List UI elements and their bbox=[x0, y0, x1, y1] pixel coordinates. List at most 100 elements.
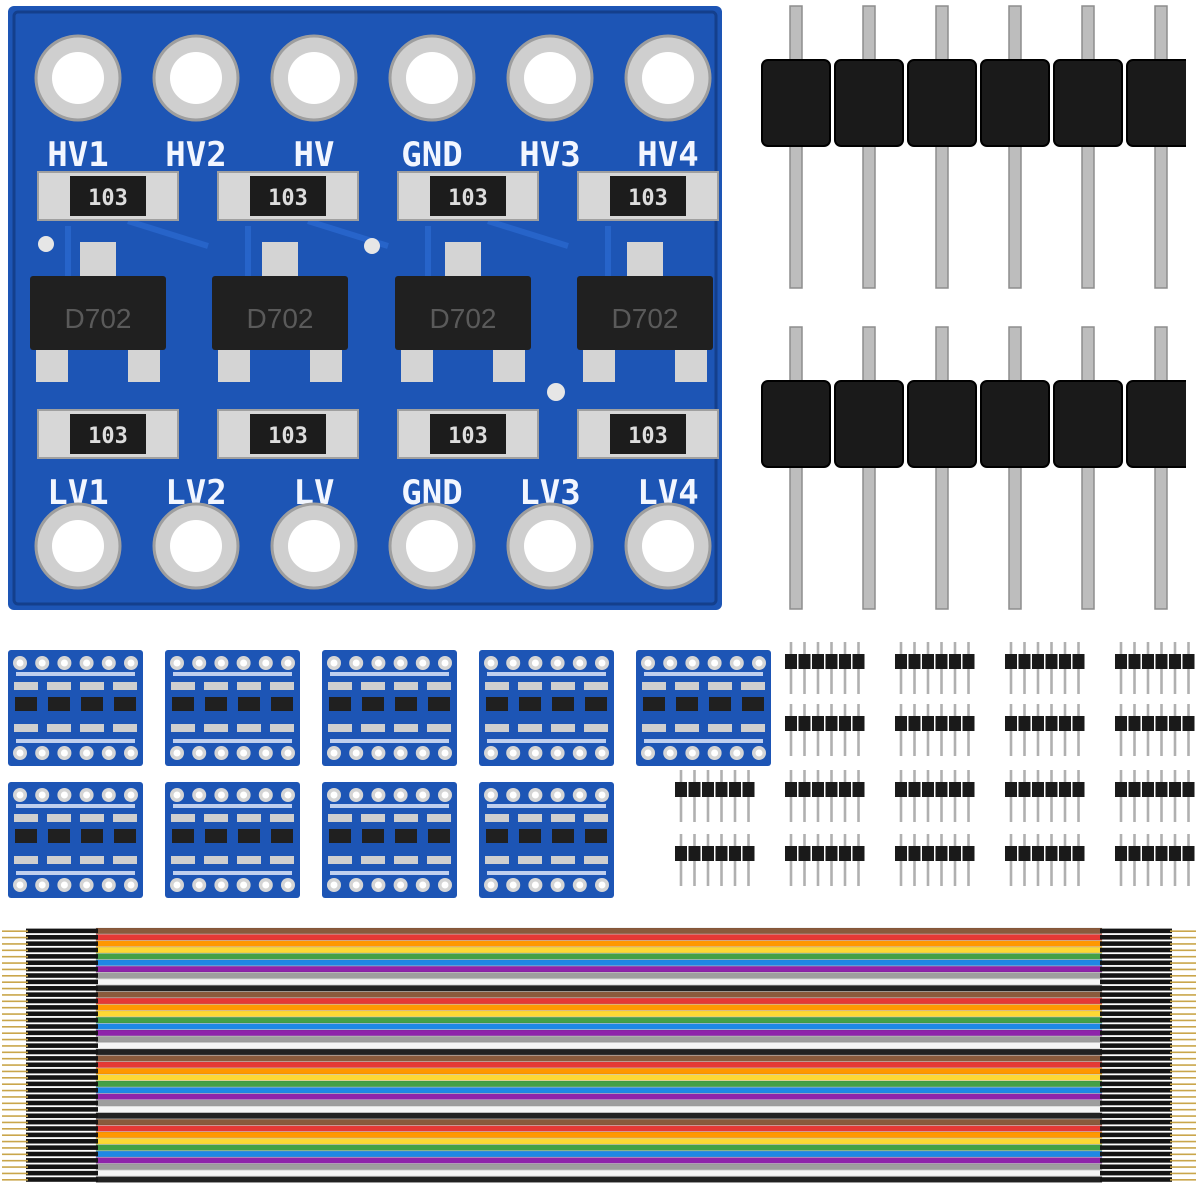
small-pin-header bbox=[784, 702, 866, 758]
small-pin-header bbox=[784, 832, 866, 888]
resistor-code: 103 bbox=[268, 424, 308, 449]
sot23-transistor: D702 bbox=[395, 242, 531, 382]
dupont-wire bbox=[2, 1068, 1196, 1075]
dupont-wire bbox=[2, 1080, 1196, 1088]
dupont-wire bbox=[2, 1131, 1196, 1139]
dupont-wire bbox=[2, 1061, 1196, 1068]
smd-resistor: 103 bbox=[397, 171, 539, 221]
pin-pad bbox=[34, 34, 122, 122]
dupont-wire bbox=[2, 1125, 1196, 1132]
small-pin-header bbox=[1114, 640, 1196, 696]
sot23-transistor: D702 bbox=[212, 242, 348, 382]
dupont-wire bbox=[2, 1055, 1196, 1062]
pin-pad bbox=[152, 502, 240, 590]
top-pin-label: HV1 bbox=[47, 135, 108, 175]
dupont-wire bbox=[2, 1138, 1196, 1145]
dupont-wire bbox=[2, 1087, 1196, 1094]
pin-header-illustration bbox=[761, 5, 1186, 289]
small-level-shifter-board bbox=[479, 782, 614, 898]
small-boards-group bbox=[8, 650, 771, 900]
dupont-wire bbox=[2, 1048, 1196, 1056]
header-pin bbox=[834, 326, 904, 610]
pin-pad bbox=[152, 34, 240, 122]
smd-resistor: 103 bbox=[217, 171, 359, 221]
dupont-wire bbox=[2, 934, 1196, 941]
header-pin bbox=[1053, 5, 1123, 289]
pin-pad bbox=[624, 502, 712, 590]
header-pin bbox=[980, 326, 1050, 610]
chip-marking: D702 bbox=[430, 303, 497, 334]
pin-pad bbox=[270, 34, 358, 122]
small-pin-header bbox=[1004, 832, 1086, 888]
small-pin-header bbox=[1114, 768, 1196, 824]
pin-pad bbox=[388, 502, 476, 590]
dupont-wire bbox=[2, 1042, 1196, 1049]
dupont-wire bbox=[2, 991, 1196, 998]
header-pin bbox=[834, 5, 904, 289]
sot23-transistor: D702 bbox=[30, 242, 166, 382]
chip-marking: D702 bbox=[612, 303, 679, 334]
dupont-wire bbox=[2, 1150, 1196, 1158]
resistor-code: 103 bbox=[448, 424, 488, 449]
small-pin-header bbox=[894, 832, 976, 888]
small-pin-header bbox=[894, 640, 976, 696]
dupont-wire bbox=[2, 927, 1196, 935]
pin-pad bbox=[34, 502, 122, 590]
dupont-wire bbox=[2, 978, 1196, 986]
resistor-code: 103 bbox=[448, 186, 488, 211]
top-pin-label: HV3 bbox=[519, 135, 580, 175]
header-pin bbox=[1126, 326, 1186, 610]
small-headers-group bbox=[664, 640, 1196, 890]
small-level-shifter-board bbox=[322, 650, 457, 766]
top-pin-label: HV bbox=[294, 135, 335, 175]
dupont-wire bbox=[2, 1017, 1196, 1024]
dupont-wire bbox=[2, 940, 1196, 947]
top-pin-label: HV4 bbox=[637, 135, 698, 175]
via-hole bbox=[364, 238, 380, 254]
pin-pad bbox=[388, 34, 476, 122]
pin-pad bbox=[506, 34, 594, 122]
dupont-wire bbox=[2, 972, 1196, 979]
small-pin-header bbox=[1004, 768, 1086, 824]
dupont-wire bbox=[2, 1099, 1196, 1107]
resistor-code: 103 bbox=[628, 186, 668, 211]
pin-pad bbox=[506, 502, 594, 590]
dupont-wire bbox=[2, 1029, 1196, 1037]
dupont-wire bbox=[2, 997, 1196, 1005]
small-pin-header bbox=[1004, 702, 1086, 758]
smd-resistor: 103 bbox=[577, 171, 719, 221]
dupont-wire bbox=[2, 1112, 1196, 1119]
header-pin bbox=[907, 5, 977, 289]
header-pin bbox=[761, 5, 831, 289]
dupont-wire bbox=[2, 953, 1196, 960]
dupont-wire bbox=[2, 1093, 1196, 1100]
smd-resistor: 103 bbox=[397, 409, 539, 459]
dupont-wire bbox=[2, 946, 1196, 954]
small-pin-header bbox=[674, 832, 756, 888]
dupont-wire bbox=[2, 985, 1196, 992]
dupont-wire-ribbon bbox=[0, 920, 1200, 1195]
small-level-shifter-board bbox=[322, 782, 457, 898]
dupont-wire bbox=[2, 1023, 1196, 1030]
chip-marking: D702 bbox=[247, 303, 314, 334]
dupont-wire bbox=[2, 1144, 1196, 1151]
dupont-wire bbox=[2, 959, 1196, 966]
dupont-wire bbox=[2, 1036, 1196, 1043]
smd-resistor: 103 bbox=[217, 409, 359, 459]
top-pin-label: GND bbox=[401, 135, 462, 175]
resistor-code: 103 bbox=[88, 186, 128, 211]
pin-header-illustration bbox=[761, 326, 1186, 610]
small-level-shifter-board bbox=[479, 650, 614, 766]
pcb-substrate bbox=[8, 6, 722, 610]
pin-pad bbox=[624, 34, 712, 122]
dupont-wire bbox=[2, 1074, 1196, 1081]
dupont-wire bbox=[2, 1163, 1196, 1170]
small-pin-header bbox=[674, 768, 756, 824]
smd-resistor: 103 bbox=[37, 171, 179, 221]
small-pin-header bbox=[894, 702, 976, 758]
header-pin bbox=[1126, 5, 1186, 289]
pin-header-large-bottom bbox=[756, 325, 1186, 615]
small-level-shifter-board bbox=[165, 782, 300, 898]
header-pin bbox=[761, 326, 831, 610]
